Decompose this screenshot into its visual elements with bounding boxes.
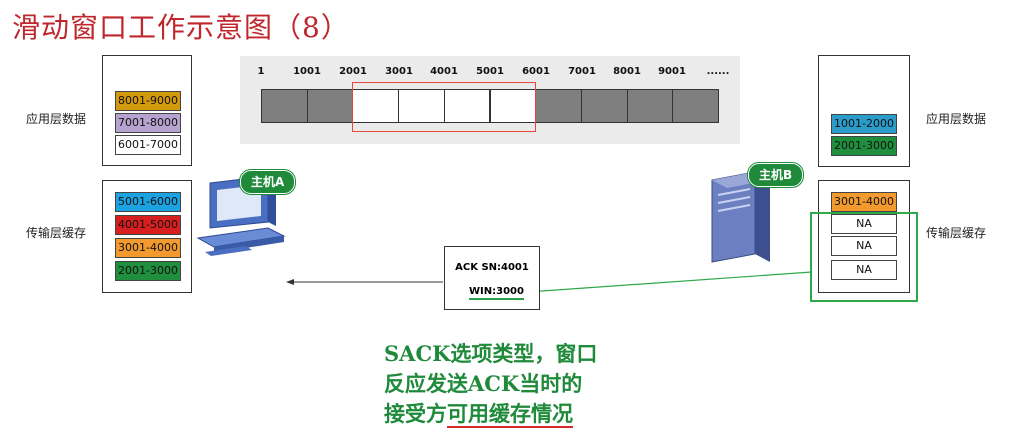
left-buffer-cell: 3001-4000 — [115, 238, 181, 258]
server-icon — [711, 171, 770, 263]
right-buffer-cell: NA — [831, 214, 897, 234]
left-app-cell: 8001-9000 — [115, 91, 181, 111]
sequence-label: 9001 — [658, 66, 686, 77]
sequence-segment — [535, 89, 582, 123]
sequence-label: 2001 — [339, 66, 367, 77]
sequence-label: 8001 — [613, 66, 641, 77]
sequence-label: ...... — [706, 66, 730, 77]
sequence-segment — [626, 89, 674, 123]
caption-line-2: 反应发送ACK当时的 — [384, 371, 583, 396]
page-title: 滑动窗口工作示意图（8） — [12, 11, 350, 44]
left-app-cell: 6001-7000 — [115, 135, 181, 155]
right-app-box: 1001-2000 2001-3000 — [818, 55, 910, 167]
sequence-label: 4001 — [430, 66, 458, 77]
left-buffer-cell: 5001-6000 — [115, 192, 181, 212]
right-app-cell: 1001-2000 — [831, 114, 897, 134]
left-app-box: 8001-9000 7001-8000 6001-7000 — [102, 55, 192, 166]
right-buffer-cell: NA — [831, 260, 897, 280]
right-app-cell: 2001-3000 — [831, 136, 897, 156]
right-buffer-box: 3001-4000 NA NA NA — [818, 180, 910, 293]
window-to-ack-arrow — [521, 271, 813, 296]
sequence-segment — [672, 89, 719, 123]
sequence-segment — [489, 89, 537, 123]
sequence-segment — [398, 89, 445, 123]
left-app-cell: 7001-8000 — [115, 113, 181, 133]
caption-line-1: SACK选项类型，窗口 — [384, 341, 598, 366]
right-buffer-cell: NA — [831, 236, 897, 256]
sequence-segment — [306, 89, 354, 123]
caption-line-3: 接受方可用缓存情况 — [384, 398, 573, 428]
left-app-label: 应用层数据 — [26, 112, 87, 126]
sequence-label: 3001 — [385, 66, 413, 77]
sequence-label: 1 — [257, 66, 265, 77]
sequence-label: 5001 — [476, 66, 504, 77]
sequence-label: 7001 — [568, 66, 596, 77]
sequence-segment — [443, 89, 491, 123]
computer-icon — [196, 175, 286, 256]
ack-win-text: WIN:3000 — [469, 286, 524, 300]
sequence-segment — [352, 89, 400, 123]
host-a-label: 主机A — [240, 170, 296, 194]
host-b-label: 主机B — [748, 163, 804, 187]
left-transport-label: 传输层缓存 — [26, 226, 87, 240]
left-buffer-box: 5001-6000 4001-5000 3001-4000 2001-3000 — [102, 180, 192, 293]
right-buffer-cell: 3001-4000 — [831, 192, 897, 212]
left-buffer-cell: 2001-3000 — [115, 261, 181, 281]
available-buffer-frame — [810, 212, 918, 302]
right-app-label: 应用层数据 — [926, 112, 987, 126]
ack-sn-text: ACK SN:4001 — [455, 262, 529, 273]
sequence-label: 6001 — [522, 66, 550, 77]
ack-to-hostA-arrow — [286, 279, 443, 285]
caption-line-3-highlight: 可用缓存情况 — [447, 401, 573, 428]
send-window-frame — [352, 82, 536, 132]
sequence-segment — [261, 89, 308, 123]
sequence-label: 1001 — [293, 66, 321, 77]
ack-packet-box: ACK SN:4001 WIN:3000 — [444, 246, 540, 310]
left-buffer-cell: 4001-5000 — [115, 215, 181, 235]
right-transport-label: 传输层缓存 — [926, 226, 987, 240]
caption-line-3-prefix: 接受方 — [384, 401, 447, 426]
